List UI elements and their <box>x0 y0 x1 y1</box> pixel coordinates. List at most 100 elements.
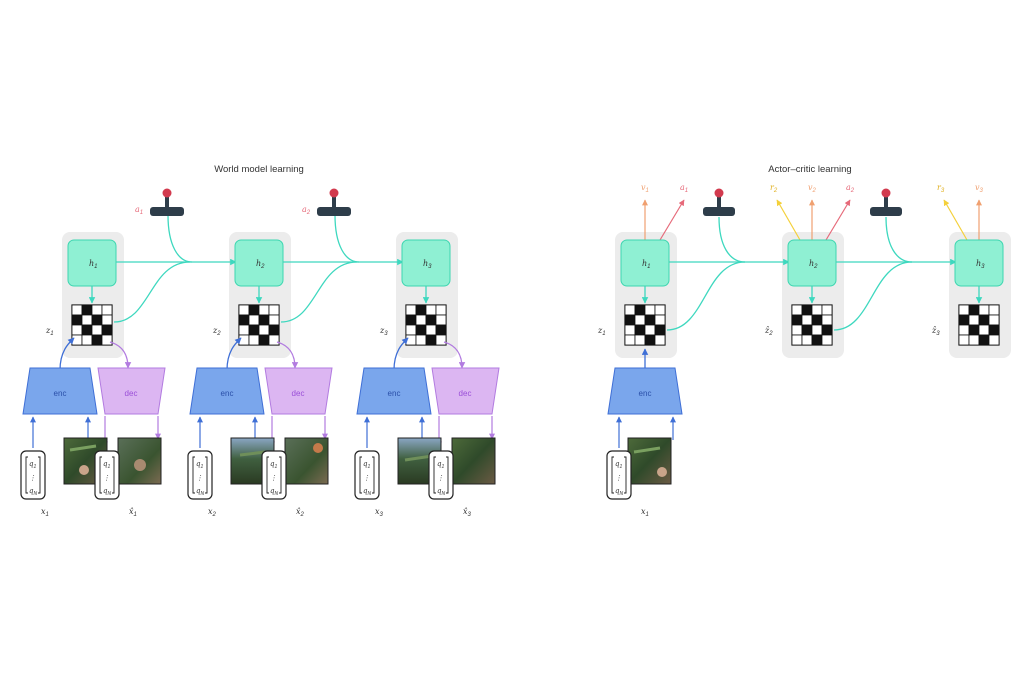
latent-cell <box>91 314 103 326</box>
proprio-entry: ⋮ <box>363 474 370 482</box>
latent-cell <box>801 324 813 336</box>
latent-cell <box>415 304 427 316</box>
wm-xhat3-label: x̂3 <box>463 507 472 518</box>
latent-cell <box>71 304 83 316</box>
latent-cell <box>268 324 280 336</box>
ac-joystick-1-icon <box>703 188 735 216</box>
latent-cell <box>978 314 990 326</box>
latent-cell <box>634 334 646 346</box>
latent-cell <box>644 304 656 316</box>
ac-encoder-1: enc <box>607 367 683 415</box>
proprio-entry: ⋮ <box>29 474 36 482</box>
wm-enc-dec-links <box>59 337 466 371</box>
proprio-entry: qN <box>615 487 623 497</box>
latent-cell <box>248 314 260 326</box>
wm-z1-label: z1 <box>45 326 54 337</box>
latent-cell <box>435 334 447 346</box>
ac-x1-label: x1 <box>641 507 649 518</box>
ac-obs-image-1 <box>627 437 672 485</box>
latent-cell <box>978 304 990 316</box>
latent-cell <box>624 324 636 336</box>
ac-output-arrows <box>642 199 982 241</box>
ac-v1-label: v1 <box>641 183 649 194</box>
wm-z3-grid <box>405 304 447 346</box>
latent-cell <box>811 314 823 326</box>
wm-z1-grid <box>71 304 113 346</box>
latent-cell <box>425 314 437 326</box>
proprio-entry: ⋮ <box>615 474 622 482</box>
wm-recon-image-3 <box>451 437 496 485</box>
wm-xhat1-label: x̂1 <box>129 507 137 518</box>
latent-cell <box>258 334 270 346</box>
proprio-entry: qN <box>196 487 204 497</box>
wm-recon-image-1 <box>117 437 162 485</box>
ac-proprio-1: q1 ⋮ qN <box>606 450 632 500</box>
latent-cell <box>415 334 427 346</box>
wm-x3-label: x3 <box>375 507 384 518</box>
latent-cell <box>801 334 813 346</box>
ac-h2-label: h2 <box>809 259 818 270</box>
latent-cell <box>821 304 833 316</box>
latent-cell <box>71 314 83 326</box>
ac-z1-label: z1 <box>597 326 606 337</box>
wm-decoder-3-label: dec <box>459 389 472 398</box>
latent-cell <box>654 324 666 336</box>
wm-encoder-3: enc <box>356 367 432 415</box>
latent-cell <box>988 314 1000 326</box>
proprio-entry: q1 <box>270 460 277 470</box>
ac-recurrent-links <box>641 216 983 331</box>
ac-h1-box <box>620 239 670 287</box>
latent-cell <box>958 334 970 346</box>
latent-cell <box>791 324 803 336</box>
latent-cell <box>81 334 93 346</box>
latent-cell <box>968 334 980 346</box>
latent-cell <box>821 324 833 336</box>
wm-proprio-recon-3: q1⋮qN <box>428 450 454 500</box>
proprio-entry: q1 <box>363 460 370 470</box>
wm-recurrent-links <box>88 214 430 323</box>
latent-cell <box>405 334 417 346</box>
latent-cell <box>811 334 823 346</box>
latent-cell <box>978 324 990 336</box>
proprio-entry: qN <box>270 487 278 497</box>
wm-encoder-3-label: enc <box>388 389 401 398</box>
latent-cell <box>654 334 666 346</box>
latent-cell <box>101 324 113 336</box>
latent-cell <box>248 334 260 346</box>
actor-critic-title: Actor–critic learning <box>768 164 851 175</box>
latent-cell <box>654 314 666 326</box>
latent-cell <box>425 334 437 346</box>
latent-cell <box>958 314 970 326</box>
wm-z3-label: z3 <box>379 326 388 337</box>
wm-proprio-recon-2: q1⋮qN <box>261 450 287 500</box>
latent-cell <box>634 314 646 326</box>
ac-v2-label: v2 <box>808 183 817 194</box>
latent-cell <box>91 324 103 336</box>
latent-cell <box>958 304 970 316</box>
latent-cell <box>71 334 83 346</box>
latent-cell <box>811 324 823 336</box>
wm-z2-grid <box>238 304 280 346</box>
latent-cell <box>988 304 1000 316</box>
wm-x2-label: x2 <box>208 507 217 518</box>
latent-cell <box>248 304 260 316</box>
latent-cell <box>821 314 833 326</box>
ac-a1-label: a1 <box>680 183 688 194</box>
ac-encoder-1-label: enc <box>639 389 652 398</box>
wm-h3-label: h3 <box>423 259 432 270</box>
latent-cell <box>101 334 113 346</box>
latent-cell <box>801 304 813 316</box>
latent-cell <box>405 304 417 316</box>
latent-cell <box>988 324 1000 336</box>
latent-cell <box>81 314 93 326</box>
wm-decoder-2-label: dec <box>292 389 305 398</box>
latent-cell <box>634 304 646 316</box>
wm-h3-box <box>401 239 451 287</box>
ac-h3-box <box>954 239 1004 287</box>
latent-cell <box>654 304 666 316</box>
proprio-entry: q1 <box>615 460 622 470</box>
latent-cell <box>258 304 270 316</box>
ac-z3-grid <box>958 304 1000 346</box>
wm-proprio-3: q1⋮qN <box>354 450 380 500</box>
wm-joystick-1-icon <box>150 188 184 216</box>
